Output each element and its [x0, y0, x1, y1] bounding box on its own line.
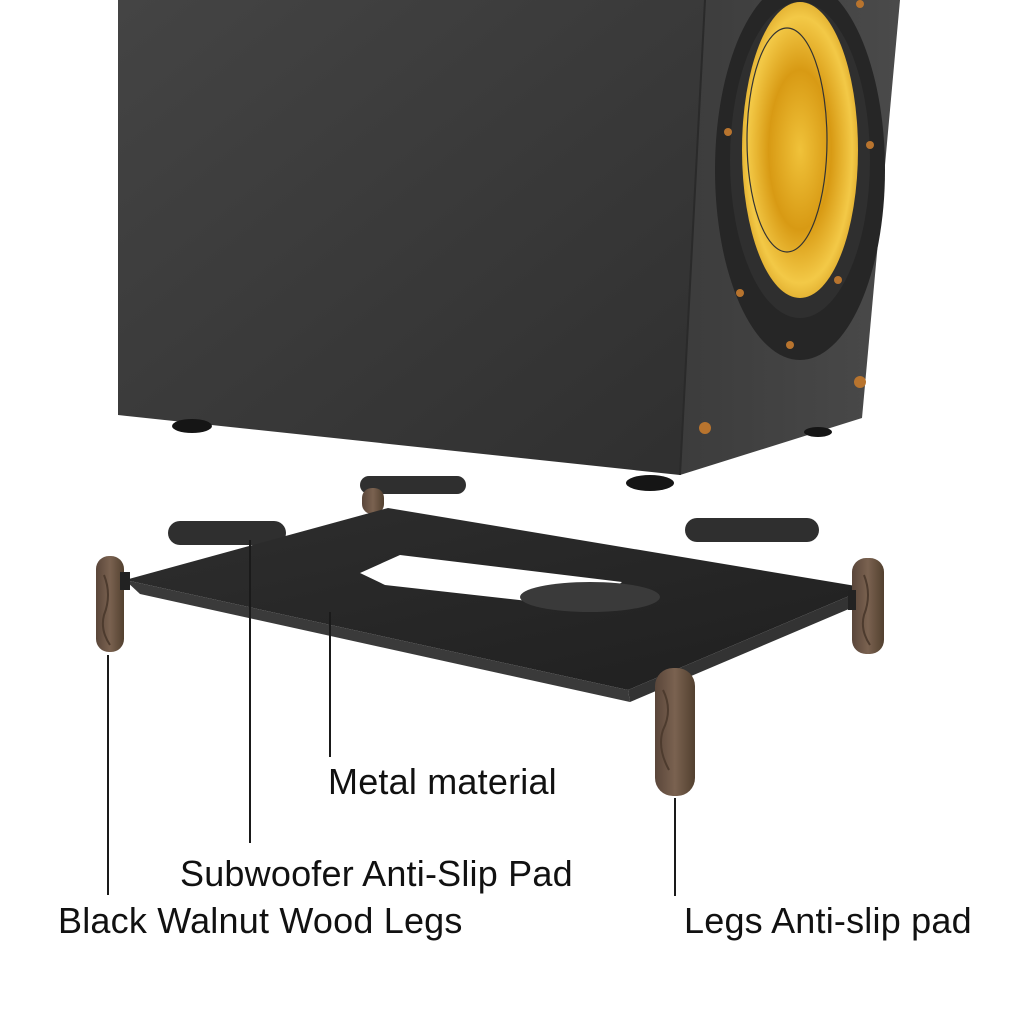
screw-icon	[854, 376, 866, 388]
anti-slip-pad	[685, 518, 819, 542]
metal-plate	[125, 508, 870, 702]
cabinet-foot	[626, 475, 674, 491]
label-black-walnut-wood-legs: Black Walnut Wood Legs	[58, 900, 463, 941]
leader-line-legs-pad	[674, 798, 676, 896]
driver-cone	[742, 2, 858, 298]
label-subwoofer-anti-slip-pad: Subwoofer Anti-Slip Pad	[180, 853, 573, 894]
anti-slip-pad	[520, 582, 660, 612]
cabinet-front-face	[118, 0, 705, 475]
label-metal-material: Metal material	[328, 761, 557, 802]
subwoofer-cabinet	[118, 0, 900, 491]
screw-icon	[699, 422, 711, 434]
anti-slip-pad	[360, 476, 466, 494]
label-legs-anti-slip-pad: Legs Anti-slip pad	[684, 900, 972, 941]
cabinet-foot	[172, 419, 212, 433]
walnut-leg	[655, 668, 695, 796]
leader-line-metal	[329, 612, 331, 757]
subwoofer-anti-slip-pads	[168, 476, 819, 545]
anti-slip-pad	[168, 521, 286, 545]
walnut-legs	[96, 556, 884, 796]
leader-line-wood-legs	[107, 655, 109, 895]
leader-line-subwoofer-pad	[249, 540, 251, 843]
subwoofer-driver	[715, 0, 885, 360]
walnut-leg	[852, 558, 884, 654]
back-wood-leg	[362, 488, 384, 514]
cabinet-foot	[804, 427, 832, 437]
walnut-leg	[96, 556, 124, 652]
